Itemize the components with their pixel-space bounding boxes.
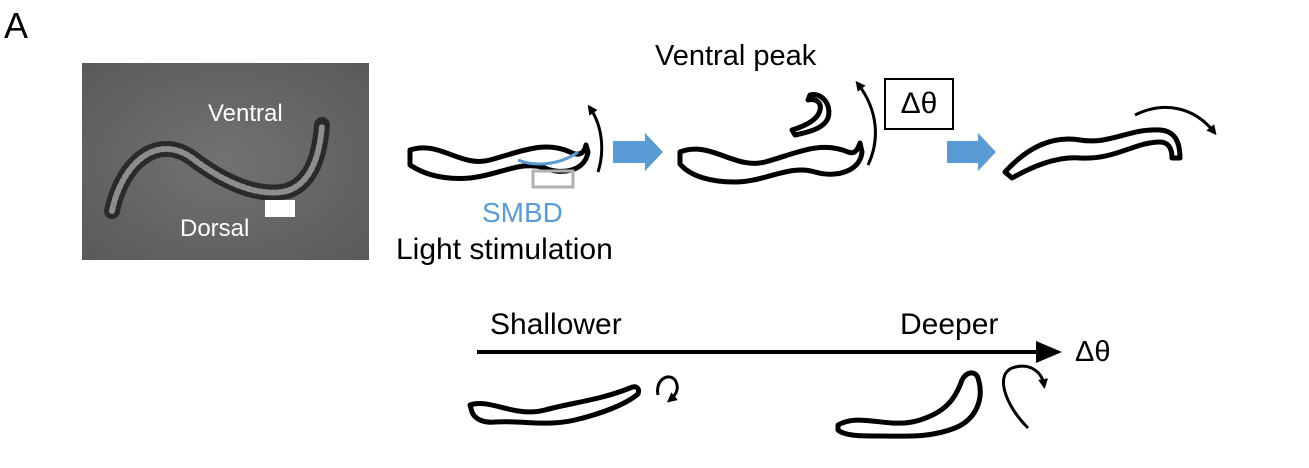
block-arrow-2 xyxy=(947,133,996,171)
worm-3 xyxy=(1005,107,1214,178)
shallower-label: Shallower xyxy=(490,310,622,340)
worm-2 xyxy=(680,84,875,182)
worm-1 xyxy=(410,108,602,187)
shallow-worm xyxy=(470,377,677,423)
light-stimulation-label: Light stimulation xyxy=(396,235,613,265)
axis-delta-theta-label: Δθ xyxy=(1075,338,1111,367)
smbd-label: SMBD xyxy=(482,199,563,227)
block-arrow-1 xyxy=(613,133,663,171)
worm-2-ghost xyxy=(792,95,829,135)
delta-theta-box: Δθ xyxy=(884,78,954,130)
deep-turn-arrow xyxy=(1003,366,1044,428)
turn-arrow-1 xyxy=(590,108,602,172)
ventral-peak-label: Ventral peak xyxy=(655,42,816,71)
deep-worm xyxy=(838,366,1044,436)
deeper-label: Deeper xyxy=(900,310,998,340)
shallow-turn-arrow xyxy=(658,377,678,400)
